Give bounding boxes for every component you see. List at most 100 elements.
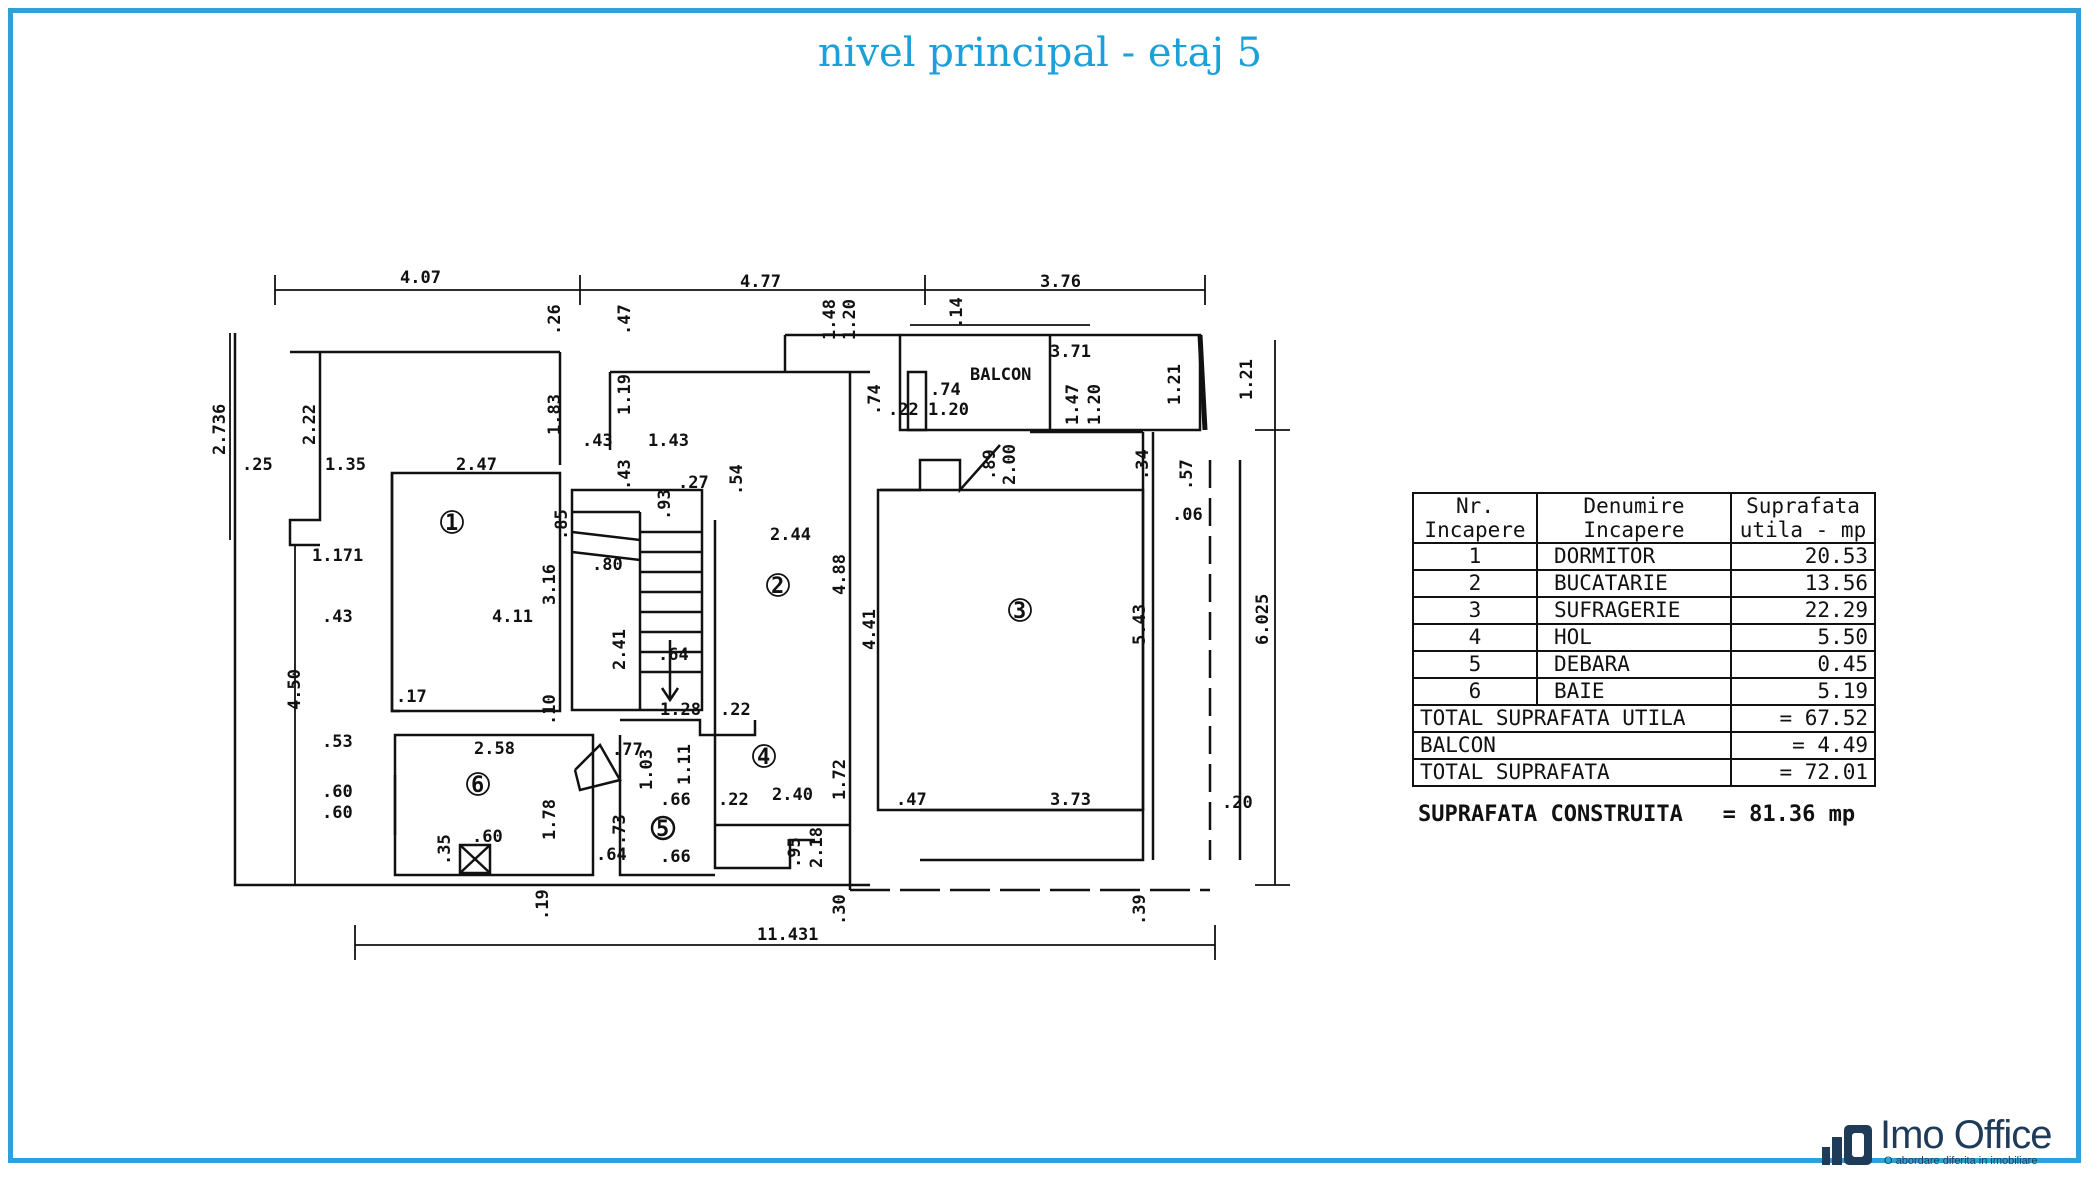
dim-77: .77 bbox=[612, 740, 643, 760]
dim-411: 4.11 bbox=[492, 607, 533, 627]
dim-241: 2.41 bbox=[610, 629, 630, 670]
room-marker-6: 6 bbox=[471, 773, 484, 798]
room-marker-1: 1 bbox=[445, 511, 458, 536]
dim-57: .57 bbox=[1177, 459, 1197, 490]
room-marker-4: 4 bbox=[757, 745, 770, 770]
room-marker-5: 5 bbox=[656, 817, 669, 842]
dim-85: .85 bbox=[552, 509, 572, 540]
dim-128: 1.28 bbox=[660, 700, 701, 720]
dim-22b: .22 bbox=[888, 400, 919, 420]
dim-top-a: 4.07 bbox=[400, 268, 441, 288]
dim-30: .30 bbox=[830, 894, 850, 925]
dim-66b: .66 bbox=[660, 847, 691, 867]
dim-14: .14 bbox=[947, 297, 967, 328]
dim-488: 4.88 bbox=[830, 554, 850, 595]
dim-34: .34 bbox=[1133, 449, 1153, 480]
dim-66a: .66 bbox=[660, 790, 691, 810]
table-row: 1 DORMITOR 20.53 bbox=[1412, 542, 1876, 571]
balcony-label: BALCON bbox=[970, 365, 1031, 385]
dim-left-450: 4.50 bbox=[285, 669, 305, 710]
dim-19: .19 bbox=[533, 889, 553, 920]
dim-119: 1.19 bbox=[615, 374, 635, 415]
dim-178: 1.78 bbox=[540, 799, 560, 840]
dim-120b: 1.20 bbox=[928, 400, 969, 420]
room-marker-3: 3 bbox=[1013, 599, 1026, 624]
table-total-row: BALCON = 4.49 bbox=[1412, 731, 1876, 760]
dim-172: 1.72 bbox=[830, 759, 850, 800]
dim-54: .54 bbox=[727, 464, 747, 495]
dim-183: 1.83 bbox=[545, 394, 565, 435]
dimension-lines bbox=[229, 275, 1290, 960]
table-row: 4 HOL 5.50 bbox=[1412, 623, 1876, 652]
dim-74b: .74 bbox=[930, 380, 961, 400]
dim-top-b: 4.77 bbox=[740, 272, 781, 292]
dim-balcony-width: 3.71 bbox=[1050, 342, 1091, 362]
plan-walls bbox=[233, 333, 1242, 892]
dim-47: .47 bbox=[615, 304, 635, 335]
dim-top-c: 3.76 bbox=[1040, 272, 1081, 292]
dim-60c: .60 bbox=[472, 827, 503, 847]
dim-43b: .43 bbox=[582, 431, 613, 451]
dim-120a: 1.20 bbox=[840, 299, 860, 340]
dim-64b: .64 bbox=[596, 845, 627, 865]
table-row: 5 DEBARA 0.45 bbox=[1412, 650, 1876, 679]
dim-148: 1.48 bbox=[820, 299, 840, 340]
dim-120c: 1.20 bbox=[1085, 384, 1105, 425]
dim-27: .27 bbox=[678, 473, 709, 493]
dim-74a: .74 bbox=[865, 384, 885, 415]
dim-left-222: 2.22 bbox=[300, 404, 320, 445]
dim-43c: .43 bbox=[615, 459, 635, 490]
page-frame bbox=[8, 8, 2081, 1163]
table-total-row: TOTAL SUPRAFATA = 72.01 bbox=[1412, 758, 1876, 787]
dim-73: .73 bbox=[610, 814, 630, 845]
dim-25: .25 bbox=[242, 455, 273, 475]
dim-60a: .60 bbox=[322, 782, 353, 802]
dim-135: 1.35 bbox=[325, 455, 366, 475]
header-nr: Nr.Incapere bbox=[1412, 492, 1538, 544]
room-markers: 1 2 3 4 5 6 bbox=[440, 510, 1032, 842]
dim-441: 4.41 bbox=[860, 609, 880, 650]
dim-22a: .22 bbox=[720, 700, 751, 720]
dim-80: .80 bbox=[592, 555, 623, 575]
table-row: 2 BUCATARIE 13.56 bbox=[1412, 569, 1876, 598]
page-title: nivel principal - etaj 5 bbox=[817, 30, 1263, 76]
dim-247: 2.47 bbox=[456, 455, 497, 475]
dim-47b: .47 bbox=[896, 790, 927, 810]
imo-office-logo[interactable]: Imo Office O abordare diferita in imobil… bbox=[1822, 1113, 2092, 1169]
dim-103: 1.03 bbox=[637, 749, 657, 790]
floor-plan: 4.07 4.77 3.76 3.71 BALCON 1.21 1.21 2.7… bbox=[210, 268, 1290, 960]
dim-43: .43 bbox=[322, 607, 353, 627]
dim-93: .93 bbox=[655, 489, 675, 520]
dim-111: 1.11 bbox=[675, 744, 695, 785]
built-area: SUPRAFATA CONSTRUITA = 81.36 mp bbox=[1418, 802, 1856, 827]
dim-147: 1.47 bbox=[1063, 384, 1083, 425]
dim-143: 1.43 bbox=[648, 431, 689, 451]
logo-name: Imo Office bbox=[1880, 1113, 2053, 1157]
dim-218: 2.18 bbox=[807, 827, 827, 868]
dim-10: .10 bbox=[540, 694, 560, 725]
table-row: 6 BAIE 5.19 bbox=[1412, 677, 1876, 706]
dim-244: 2.44 bbox=[770, 525, 811, 545]
dim-26: .26 bbox=[545, 304, 565, 335]
dim-balcony-h: 1.21 bbox=[1237, 359, 1257, 400]
dim-20: .20 bbox=[1222, 793, 1253, 813]
dim-left-2736: 2.736 bbox=[210, 404, 230, 455]
dim-total-width: 11.431 bbox=[757, 925, 818, 945]
dim-258: 2.58 bbox=[474, 739, 515, 759]
dim-95: .95 bbox=[785, 837, 805, 868]
dim-22c: .22 bbox=[718, 790, 749, 810]
table-total-row: TOTAL SUPRAFATA UTILA = 67.52 bbox=[1412, 704, 1876, 733]
dim-373: 3.73 bbox=[1050, 790, 1091, 810]
dim-64: .64 bbox=[658, 645, 689, 665]
dim-balcony-h2: 1.21 bbox=[1165, 364, 1185, 405]
dim-35: .35 bbox=[435, 834, 455, 865]
dim-6025: 6.025 bbox=[1253, 594, 1273, 645]
dim-06: .06 bbox=[1172, 505, 1203, 525]
logo-tagline: O abordare diferita in imobiliare bbox=[1884, 1155, 2038, 1167]
dim-60b: .60 bbox=[322, 803, 353, 823]
dim-1171: 1.171 bbox=[312, 546, 363, 566]
